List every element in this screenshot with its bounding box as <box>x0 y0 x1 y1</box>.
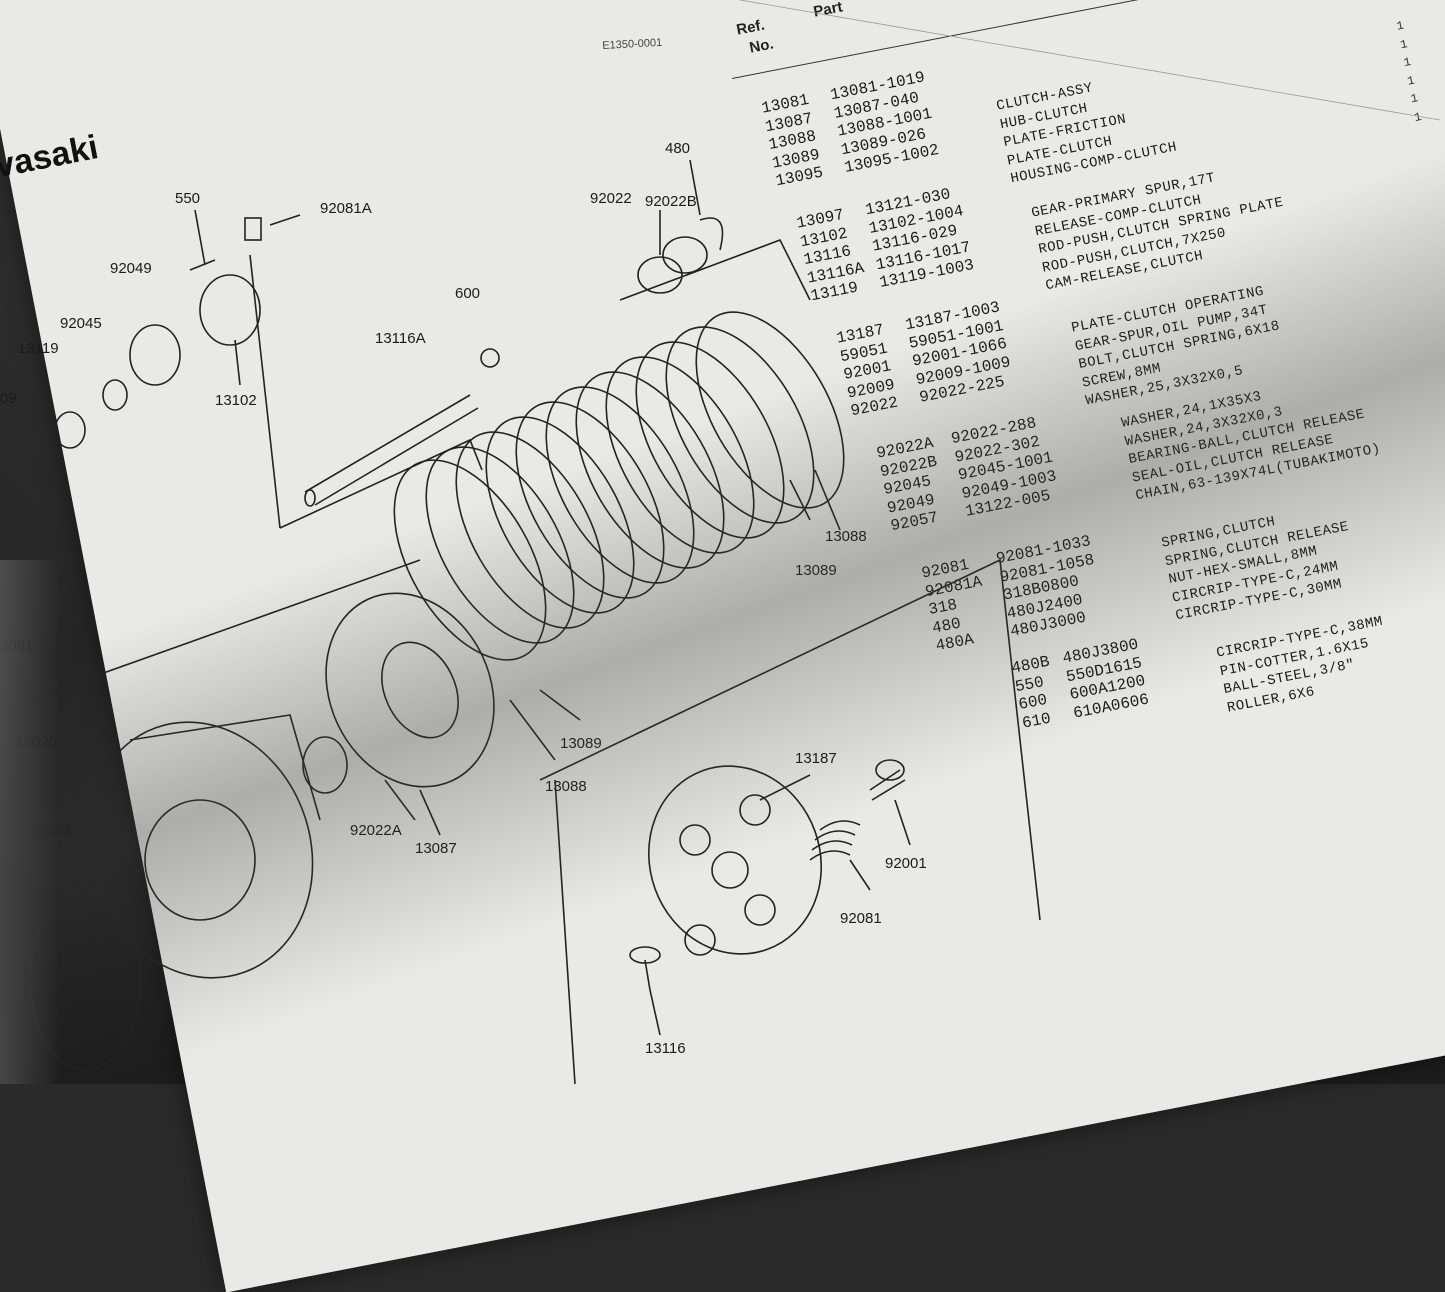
manual-page <box>0 0 1445 1292</box>
